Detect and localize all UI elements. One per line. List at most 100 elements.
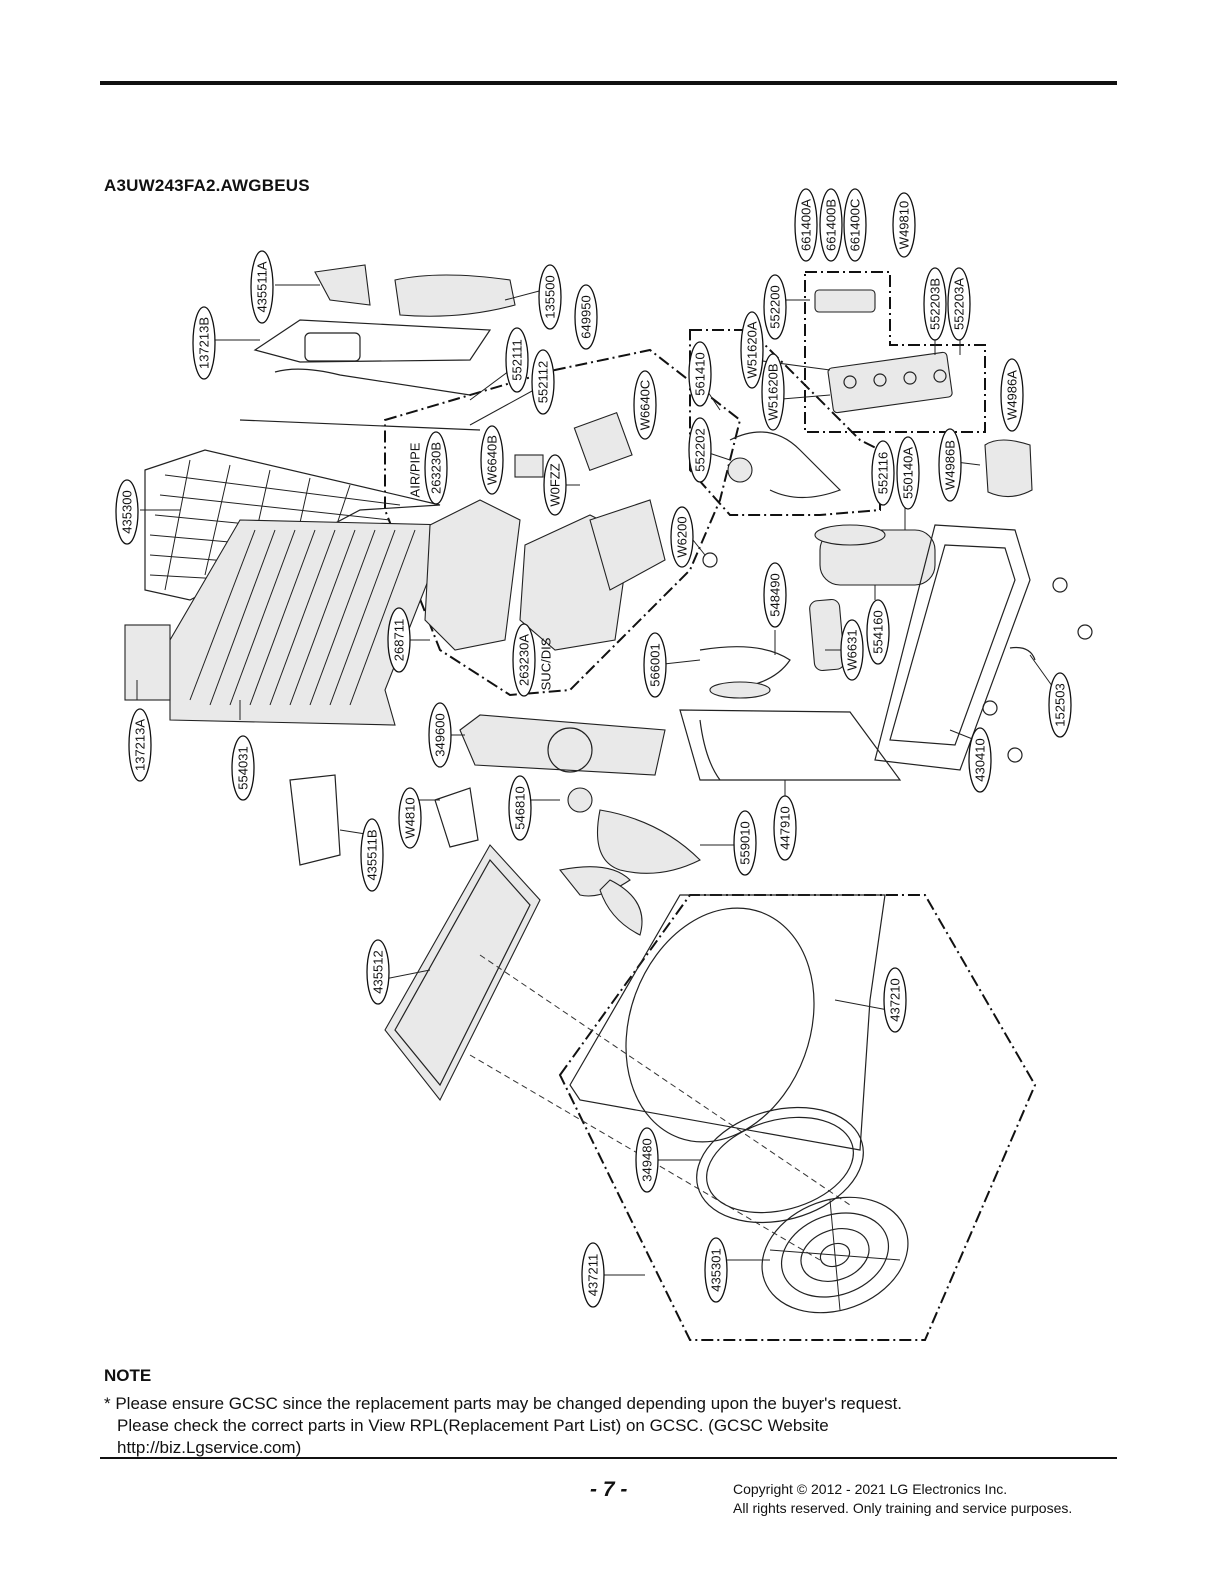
svg-text:548490: 548490 bbox=[768, 573, 783, 616]
part-label-W6631: W6631 bbox=[840, 619, 864, 681]
svg-text:554031: 554031 bbox=[236, 746, 251, 789]
side-panel bbox=[384, 844, 541, 1102]
svg-text:437211: 437211 bbox=[586, 1254, 601, 1296]
svg-text:552112: 552112 bbox=[536, 361, 551, 403]
page-number: - 7 - bbox=[590, 1478, 628, 1501]
part-label-W49810: W49810 bbox=[892, 192, 916, 258]
part-label-554031: 554031 bbox=[231, 735, 255, 801]
part-label-552200: 552200 bbox=[763, 274, 787, 340]
svg-text:W6640C: W6640C bbox=[638, 380, 653, 431]
condenser-coil bbox=[124, 519, 451, 726]
svg-text:552111: 552111 bbox=[510, 339, 525, 380]
part-label-W4810: W4810 bbox=[398, 787, 422, 849]
base-pan bbox=[874, 524, 1093, 771]
part-label-435300: 435300 bbox=[115, 479, 139, 545]
valve-group-outline bbox=[804, 271, 986, 433]
svg-text:263230B: 263230B bbox=[429, 442, 444, 494]
svg-text:435511B: 435511B bbox=[365, 829, 380, 880]
part-label-435511A: 435511A bbox=[250, 250, 274, 324]
sensor-cap-W4986A bbox=[984, 439, 1033, 498]
svg-text:550140A: 550140A bbox=[901, 447, 916, 499]
fan-guard bbox=[761, 1196, 909, 1314]
part-label-suc-dis: SUC/DIS bbox=[539, 637, 554, 690]
part-label-W0FZZ: W0FZZ bbox=[543, 454, 567, 516]
svg-text:430410: 430410 bbox=[973, 738, 988, 781]
svg-text:W4810: W4810 bbox=[403, 797, 418, 838]
part-label-552112: 552112 bbox=[531, 349, 555, 415]
part-label-561410: 561410 bbox=[688, 341, 712, 407]
part-label-W4986A: W4986A bbox=[1000, 358, 1024, 432]
note-line-2: Please check the correct parts in View R… bbox=[117, 1416, 829, 1435]
svg-text:566001: 566001 bbox=[648, 643, 663, 686]
part-label-W51620B: W51620B bbox=[761, 353, 785, 431]
part-label-649950: 649950 bbox=[574, 284, 598, 350]
svg-text:447910: 447910 bbox=[778, 806, 793, 849]
svg-text:W6631: W6631 bbox=[845, 629, 860, 670]
cabinet-front bbox=[679, 709, 902, 781]
part-label-559010: 559010 bbox=[733, 810, 757, 876]
svg-text:437210: 437210 bbox=[888, 978, 903, 1021]
orifice-ring bbox=[696, 1106, 864, 1224]
svg-text:435511A: 435511A bbox=[255, 261, 270, 312]
svg-text:552203B: 552203B bbox=[928, 278, 943, 330]
part-label-349480: 349480 bbox=[635, 1127, 659, 1193]
part-label-552203B: 552203B bbox=[923, 267, 947, 341]
part-label-430410: 430410 bbox=[968, 727, 992, 793]
svg-text:AIR/PIPE: AIR/PIPE bbox=[408, 442, 423, 497]
part-label-W6640B: W6640B bbox=[480, 425, 504, 495]
part-label-552203A: 552203A bbox=[947, 267, 971, 341]
part-label-552202: 552202 bbox=[688, 417, 712, 483]
part-label-548490: 548490 bbox=[763, 562, 787, 628]
part-label-554160: 554160 bbox=[866, 599, 890, 665]
note-text: * Please ensure GCSC since the replaceme… bbox=[104, 1393, 1104, 1459]
svg-text:435301: 435301 bbox=[709, 1248, 724, 1291]
compressor bbox=[809, 524, 936, 672]
svg-text:649950: 649950 bbox=[579, 295, 594, 338]
svg-text:135500: 135500 bbox=[543, 275, 558, 318]
part-label-437211: 437211 bbox=[581, 1242, 605, 1308]
pipe-assembly bbox=[699, 431, 842, 699]
control-box bbox=[424, 411, 718, 651]
copyright-line-1: Copyright © 2012 - 2021 LG Electronics I… bbox=[733, 1481, 1008, 1497]
svg-text:349480: 349480 bbox=[640, 1138, 655, 1181]
svg-text:137213A: 137213A bbox=[133, 719, 148, 771]
part-label-263230B: 263230B bbox=[424, 431, 448, 505]
svg-text:152503: 152503 bbox=[1053, 683, 1068, 726]
svg-text:W49810: W49810 bbox=[897, 201, 912, 249]
part-label-546810: 546810 bbox=[508, 775, 532, 841]
svg-text:W51620B: W51620B bbox=[766, 363, 781, 420]
svg-text:W0FZZ: W0FZZ bbox=[548, 463, 563, 506]
svg-text:554160: 554160 bbox=[871, 610, 886, 653]
front-panel bbox=[469, 894, 886, 1261]
part-label-W51620A: W51620A bbox=[740, 311, 764, 389]
part-label-W6640C: W6640C bbox=[633, 370, 657, 440]
propeller-fan bbox=[559, 809, 701, 936]
part-label-437210: 437210 bbox=[883, 967, 907, 1033]
svg-text:137213B: 137213B bbox=[197, 317, 212, 369]
svg-text:552202: 552202 bbox=[693, 428, 708, 471]
bottom-rule bbox=[100, 1457, 1117, 1459]
svg-text:661400B: 661400B bbox=[824, 199, 839, 251]
note-title: NOTE bbox=[104, 1366, 152, 1385]
part-label-349600: 349600 bbox=[428, 702, 452, 768]
control-box-outline bbox=[384, 348, 742, 697]
svg-text:552203A: 552203A bbox=[952, 278, 967, 330]
part-label-552116: 552116 bbox=[871, 440, 895, 506]
fan-motor bbox=[567, 787, 593, 813]
control-cover bbox=[289, 774, 479, 866]
svg-text:661400C: 661400C bbox=[848, 199, 863, 252]
copyright-line-2: All rights reserved. Only training and s… bbox=[733, 1500, 1073, 1516]
svg-text:552116: 552116 bbox=[876, 452, 891, 494]
part-label-566001: 566001 bbox=[643, 632, 667, 698]
top-rule bbox=[100, 81, 1117, 85]
top-cover-parts bbox=[239, 264, 516, 431]
service-valve-parts bbox=[814, 289, 953, 414]
svg-text:561410: 561410 bbox=[693, 352, 708, 395]
model-number: A3UW243FA2.AWGBEUS bbox=[104, 176, 310, 195]
part-label-268711: 268711 bbox=[387, 607, 411, 673]
part-label-263230A: 263230A bbox=[512, 623, 536, 697]
part-label-152503: 152503 bbox=[1048, 672, 1072, 738]
svg-text:435300: 435300 bbox=[120, 490, 135, 533]
svg-text:435512: 435512 bbox=[371, 950, 386, 993]
svg-text:W6640B: W6640B bbox=[485, 435, 500, 485]
